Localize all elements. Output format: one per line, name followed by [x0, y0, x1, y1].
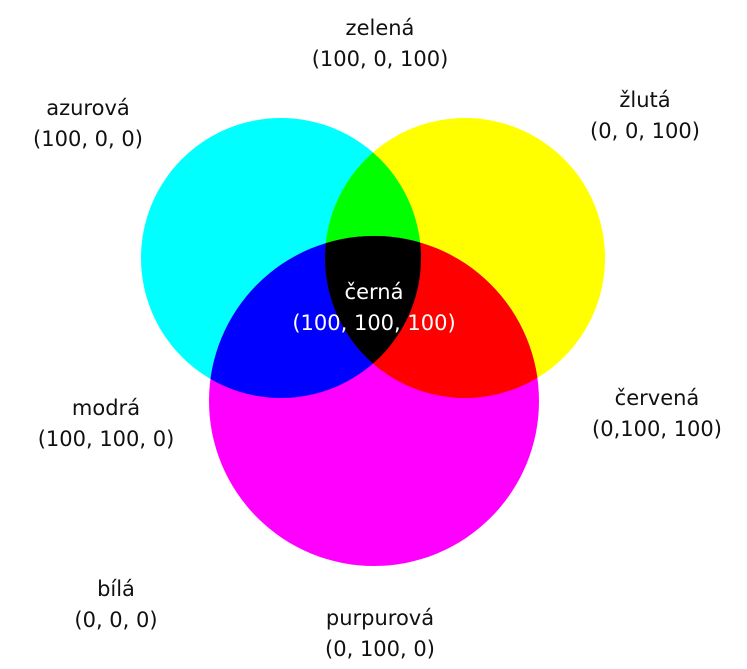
label-black: černá (100, 100, 100) — [284, 277, 464, 339]
label-white-value: (0, 0, 0) — [74, 608, 158, 632]
label-magenta-value: (0, 100, 0) — [325, 637, 435, 661]
label-cyan: azurová (100, 0, 0) — [14, 93, 162, 155]
label-blue-name: modrá — [71, 396, 141, 420]
label-red-name: červená — [614, 386, 700, 410]
label-magenta: purpurová (0, 100, 0) — [300, 603, 460, 665]
label-yellow-value: (0, 0, 100) — [590, 119, 700, 143]
label-black-value: (100, 100, 100) — [292, 311, 456, 335]
label-white-name: bílá — [97, 577, 135, 601]
label-magenta-name: purpurová — [325, 606, 435, 630]
label-cyan-name: azurová — [46, 96, 130, 120]
label-black-name: černá — [344, 280, 404, 304]
label-green-value: (100, 0, 100) — [311, 47, 449, 71]
red-overlap — [325, 236, 539, 398]
label-red-value: (0,100, 100) — [592, 417, 722, 441]
label-red: červená (0,100, 100) — [578, 383, 736, 445]
label-white: bílá (0, 0, 0) — [46, 574, 186, 636]
blue-overlap — [209, 236, 421, 398]
label-cyan-value: (100, 0, 0) — [33, 127, 143, 151]
label-yellow-name: žlutá — [619, 88, 671, 112]
label-blue: modrá (100, 100, 0) — [18, 393, 194, 455]
label-green: zelená (100, 0, 100) — [300, 13, 460, 75]
label-blue-value: (100, 100, 0) — [37, 427, 175, 451]
label-green-name: zelená — [345, 16, 415, 40]
label-yellow: žlutá (0, 0, 100) — [575, 85, 715, 147]
